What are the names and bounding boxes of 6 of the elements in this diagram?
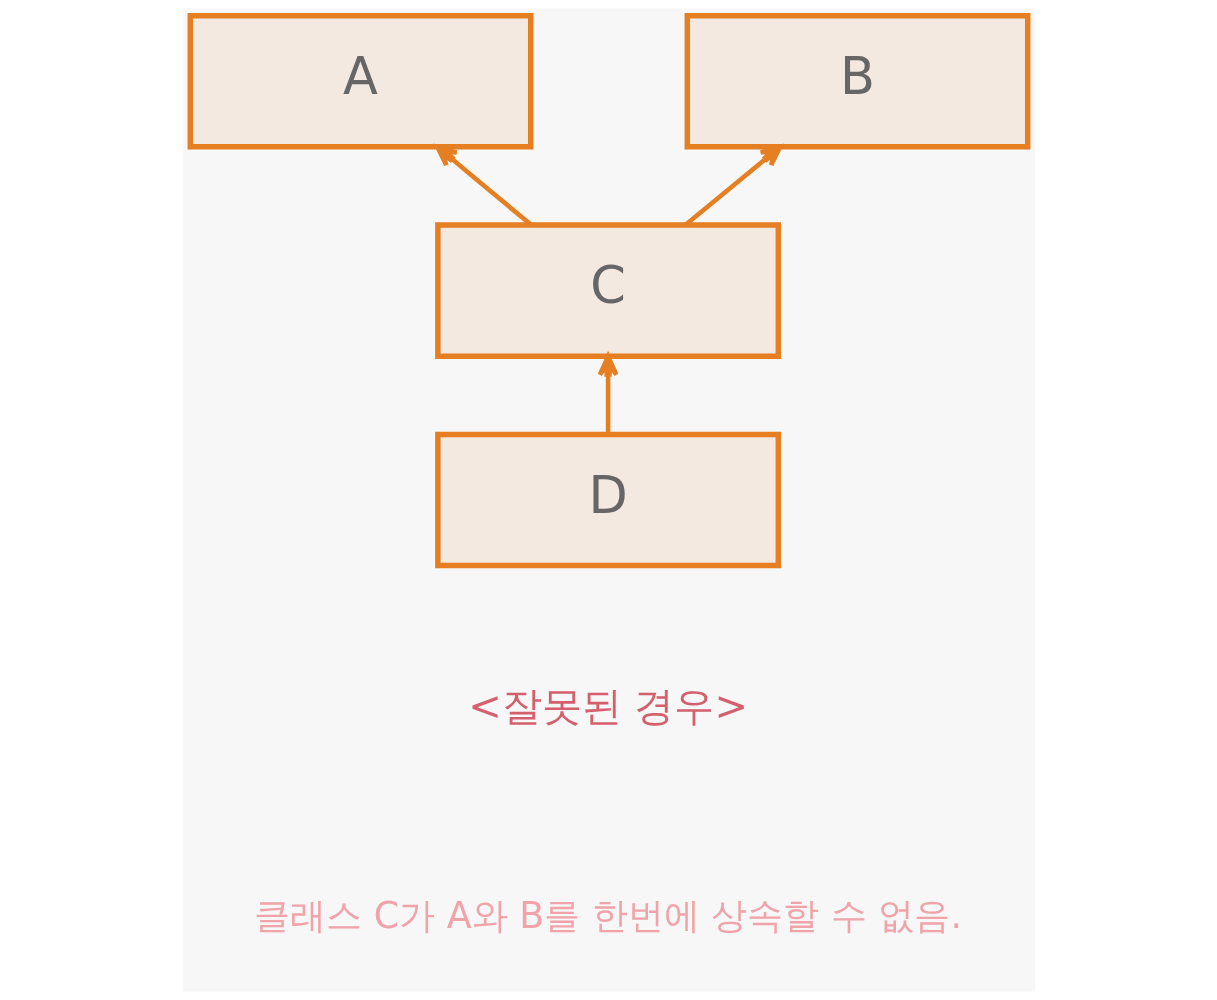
label: <잘못된 경우> (467, 682, 748, 729)
label: 클래스 C가 A와 B를 한번에 상속할 수 없음. (253, 893, 962, 937)
node-box: C (434, 222, 781, 359)
node-box: A (187, 13, 533, 150)
node-box: B (684, 13, 1030, 150)
node-box: D (434, 431, 781, 569)
